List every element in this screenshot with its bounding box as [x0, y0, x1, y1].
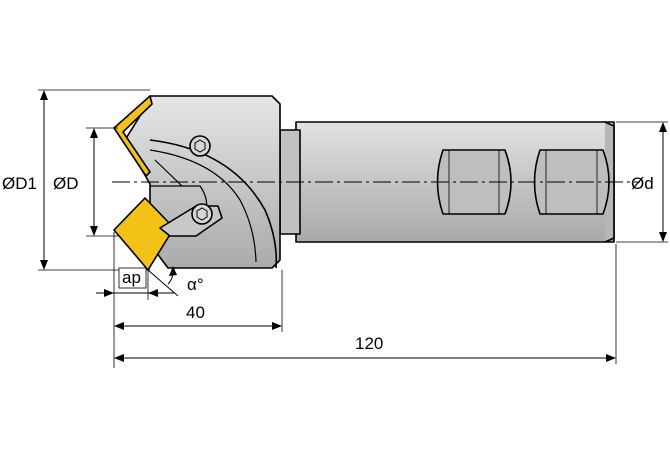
clamp-screw: [191, 203, 213, 225]
dim-ap: [96, 232, 174, 368]
label-angle: α°: [187, 275, 204, 294]
label-d: ØD: [53, 174, 79, 193]
label-ap: ap: [122, 268, 141, 287]
dim-d: [86, 127, 118, 237]
ap-label-box: [118, 267, 147, 289]
dim-120: [114, 244, 617, 364]
label-120: 120: [355, 334, 383, 353]
top-screw: [189, 135, 211, 157]
label-d1: ØD1: [2, 174, 37, 193]
dim-40: [114, 270, 283, 332]
label-shank-d: Ød: [631, 174, 654, 193]
label-40: 40: [186, 303, 205, 322]
top-insert: [113, 95, 153, 177]
dim-shank-d: [616, 121, 668, 243]
angle-marker: [147, 266, 179, 297]
